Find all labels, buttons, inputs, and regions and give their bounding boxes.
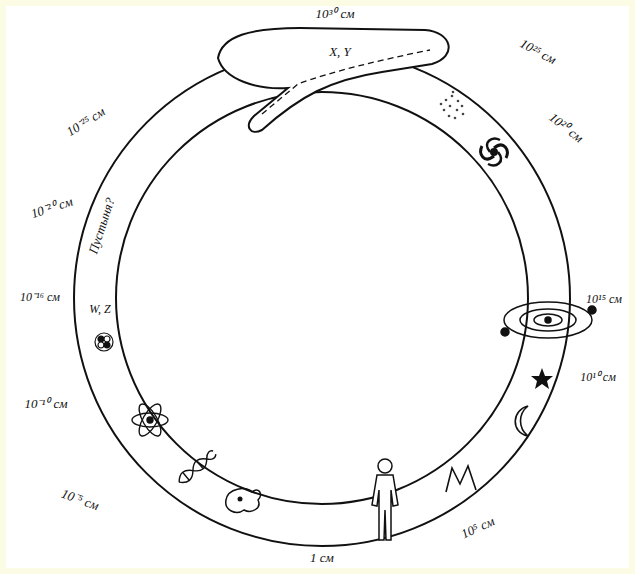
background <box>6 6 629 568</box>
microorganism <box>226 489 261 513</box>
mountains <box>446 466 476 492</box>
desert-label: Пустыня? <box>86 196 118 256</box>
moon <box>515 406 528 436</box>
scale-label: 10⁻²⁰ см <box>29 195 75 222</box>
dna-helix <box>176 449 218 487</box>
spiral-galaxy <box>481 139 508 166</box>
band-outer <box>74 50 570 546</box>
atom <box>132 401 168 439</box>
cell-nucleus <box>238 497 243 502</box>
scale-label: 10⁻⁵ см <box>59 487 100 514</box>
galaxy-cluster <box>440 91 465 120</box>
scale-label: 10²⁵ см <box>518 37 559 68</box>
scale-label: 10⁻¹⁶ см <box>20 291 60 304</box>
scale-label: 10⁵ см <box>459 514 497 542</box>
scale-label: 10⁻¹⁰ см <box>24 397 67 411</box>
particle-label: X, Y <box>329 45 351 59</box>
scale-label: 10¹⁰ см <box>580 371 616 384</box>
scale-label: 10¹⁵ см <box>586 293 622 306</box>
scale-label: 1 см <box>310 551 334 565</box>
scale-label: 10⁻²⁵ см <box>64 105 108 140</box>
person <box>372 459 398 540</box>
star <box>531 368 553 389</box>
nucleus <box>95 333 113 351</box>
scale-label: 10²⁰ см <box>546 110 586 145</box>
band-inner <box>116 92 528 504</box>
scale-label: 10³⁰ см <box>315 7 354 21</box>
particle-label: W, Z <box>89 303 111 316</box>
snake-head <box>218 28 449 132</box>
snake-jaw-line <box>262 50 430 114</box>
solar-system <box>501 302 596 338</box>
